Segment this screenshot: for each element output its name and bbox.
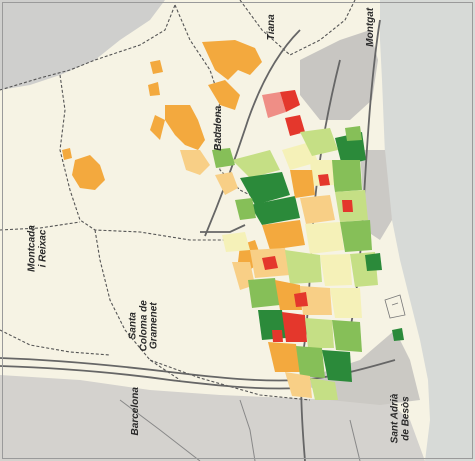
harbour (384, 294, 406, 319)
place-label-badalona: Badalona (212, 99, 225, 157)
sant-adria-label-1: Sant Adrià (389, 393, 401, 444)
terrain-gray-nw (0, 0, 165, 90)
montcada-label-2: i Reixac (37, 229, 48, 268)
montgat-label: Montgat (364, 7, 376, 47)
urban-gray-south (0, 375, 425, 461)
badalona-label: Badalona (212, 105, 224, 151)
montcada-label-1: Montcada (26, 225, 38, 272)
minor-roads (119, 399, 361, 461)
zones-mosaic (212, 90, 404, 400)
place-label-montcada: Montcada i Reixac (26, 217, 49, 281)
santa-coloma-label-3: Gramenet (148, 302, 160, 350)
sea-area (380, 0, 475, 461)
place-label-tiana: Tiana (265, 7, 278, 47)
place-label-montgat: Montgat (364, 2, 377, 52)
place-label-barcelona: Barcelona (129, 380, 142, 442)
barcelona-label: Barcelona (129, 387, 141, 436)
santa-coloma-label-1: Santa (127, 312, 139, 340)
urban-gray-coast-1 (300, 30, 378, 120)
sant-adria-label-2: de Besòs (400, 396, 411, 441)
place-label-santa-coloma: Santa Coloma de Gramenet (127, 292, 160, 360)
tiana-label: Tiana (265, 14, 277, 41)
urban-gray-coast-2 (360, 150, 392, 240)
place-label-sant-adria: Sant Adrià de Besòs (389, 388, 412, 450)
